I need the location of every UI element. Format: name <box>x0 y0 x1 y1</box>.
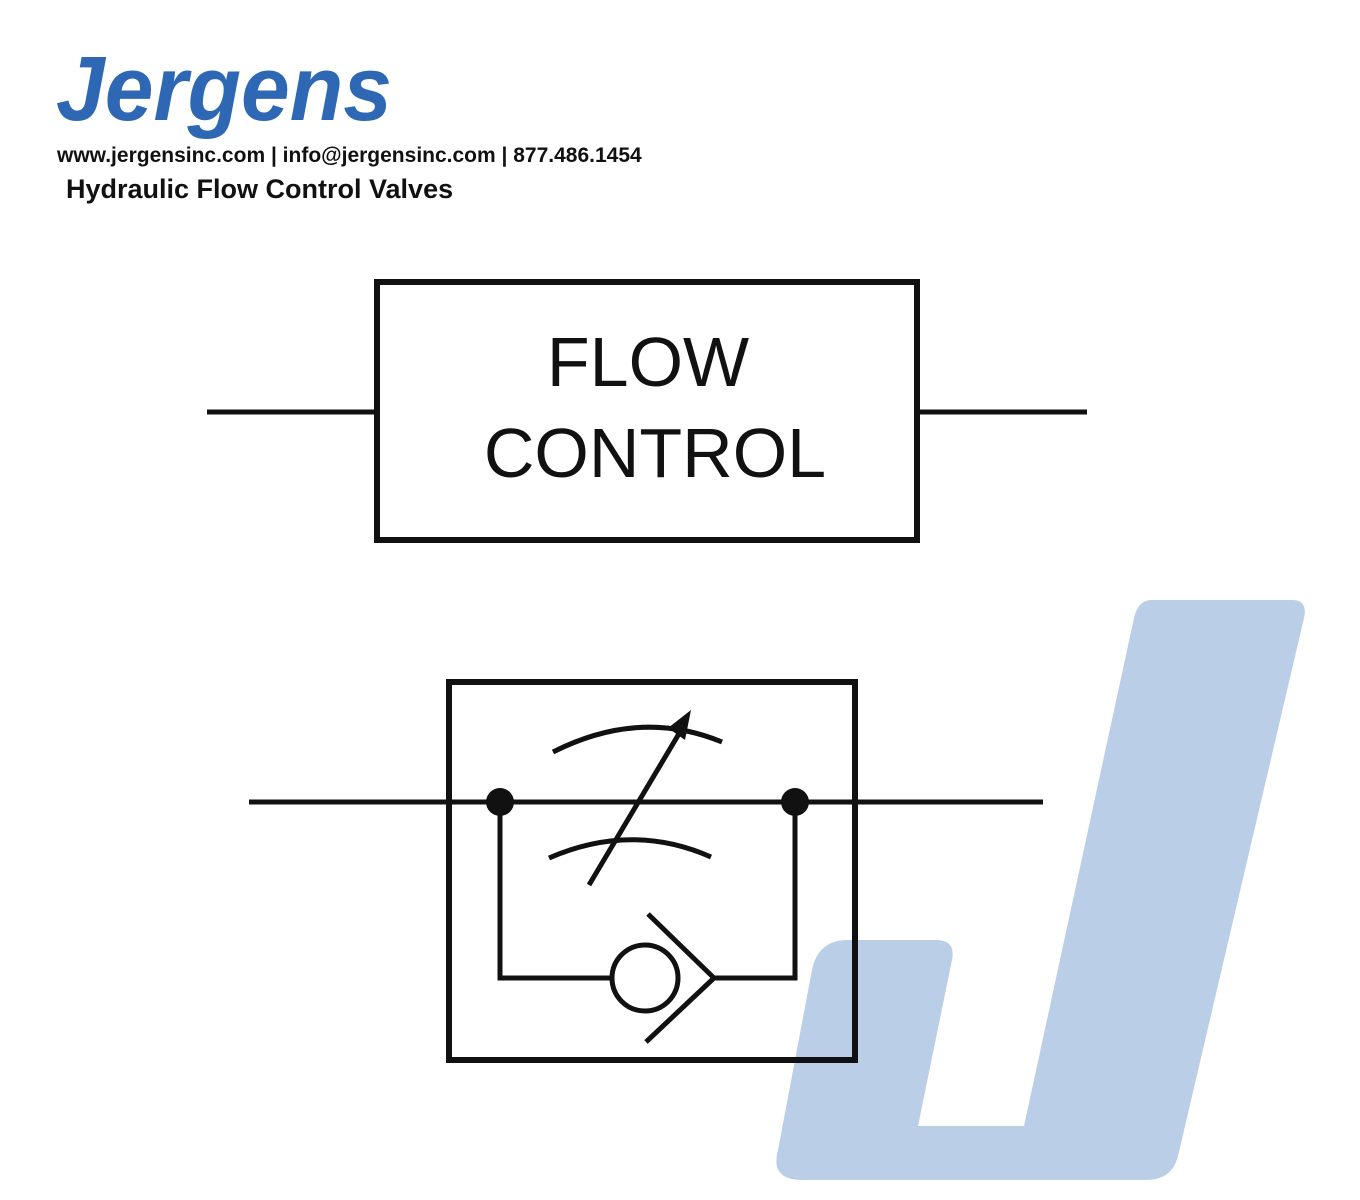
contact-info: www.jergensinc.com | info@jergensinc.com… <box>57 144 642 167</box>
valve-body-box <box>446 679 858 1063</box>
watermark-j-shape <box>776 600 1305 1180</box>
flow-control-general-symbol: FLOW CONTROL <box>207 279 1087 543</box>
bypass-line-right <box>714 802 798 981</box>
junction-dot-left <box>486 788 514 816</box>
adjustable-arrow-head <box>668 710 691 740</box>
page-title: Hydraulic Flow Control Valves <box>66 174 454 204</box>
check-valve-seat-top <box>646 912 716 980</box>
label-flow: FLOW <box>547 323 749 401</box>
flow-control-box <box>374 279 920 543</box>
orifice-arc-bottom <box>548 837 713 861</box>
junction-dot-right <box>781 788 809 816</box>
jergens-logo: Jergens <box>56 40 392 140</box>
bypass-line-left <box>497 802 612 981</box>
label-control: CONTROL <box>484 414 826 492</box>
adjustable-arrow-line <box>586 730 683 887</box>
orifice-arc-top <box>551 724 723 755</box>
check-valve-ball <box>609 942 681 1014</box>
flow-control-valve-symbol <box>249 679 1043 1063</box>
logo-wordmark: Jergens <box>56 40 392 140</box>
check-valve-seat-bottom <box>644 976 716 1044</box>
